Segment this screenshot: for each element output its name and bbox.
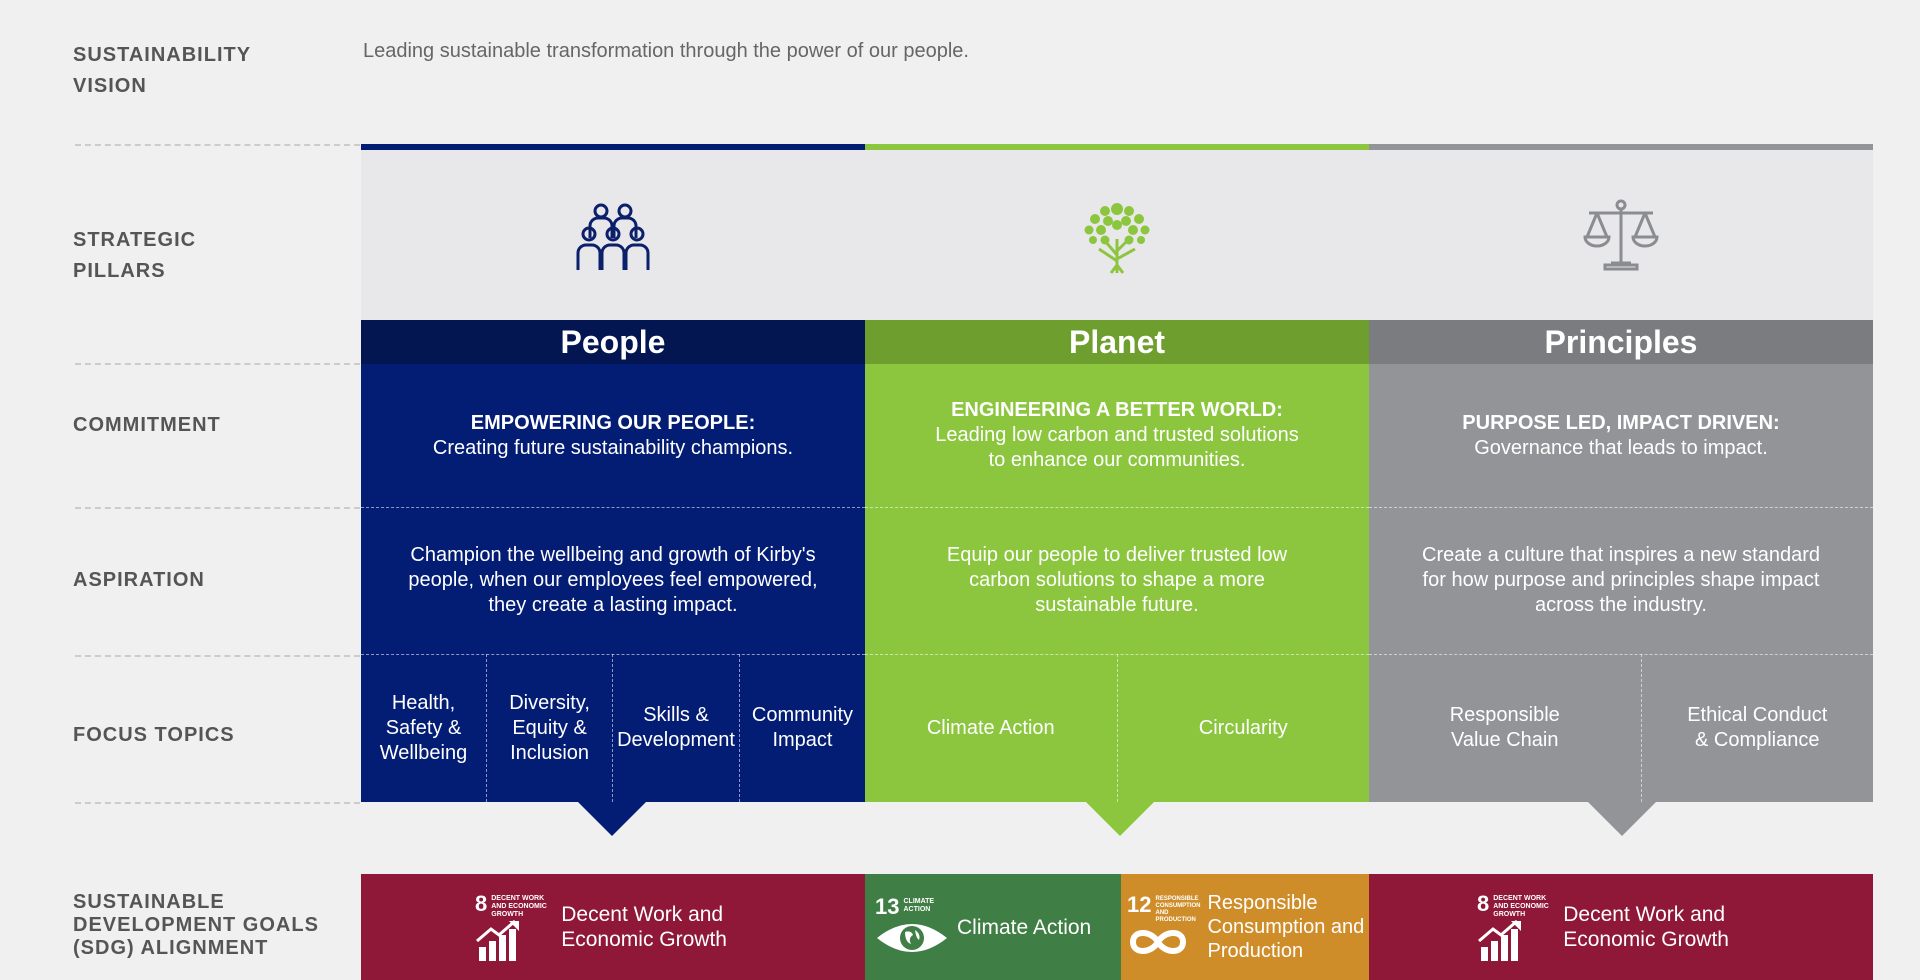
pillar-icon-box: [865, 150, 1369, 320]
focus-topic: Climate Action: [926, 716, 1055, 739]
infinity-icon: [1129, 930, 1187, 954]
pillar-stripe: [361, 144, 865, 150]
focus-topic: Skills & Development: [612, 654, 739, 802]
sdg-label: Decent Work and Economic Growth: [561, 903, 727, 951]
focus-topics: Responsible Value Chain Ethical Conduct …: [1369, 654, 1873, 802]
commitment-title: PURPOSE LED, IMPACT DRIVEN:: [1462, 411, 1780, 434]
row-label-sdg: SUSTAINABLE DEVELOPMENT GOALS (SDG) ALIG…: [73, 891, 319, 959]
earth-eye-icon: [877, 924, 947, 952]
sdg-label: Decent Work and Economic Growth: [1563, 903, 1729, 951]
row-divider: [865, 507, 1369, 508]
sdg-number: 13: [875, 894, 900, 919]
row-label-vision: SUSTAINABILITY VISION: [73, 44, 252, 97]
sdg-label: Climate Action: [957, 915, 1092, 939]
sdg-small-label: DECENT WORK AND ECONOMIC GROWTH: [491, 895, 547, 918]
focus-topic: Health, Safety & Wellbeing: [379, 691, 468, 764]
row-label-commitment: COMMITMENT: [73, 414, 221, 436]
focus-topics: Health, Safety & Wellbeing Diversity, Eq…: [361, 654, 865, 802]
growth-chart-icon: [476, 919, 519, 961]
commitment-text: Creating future sustainability champions…: [432, 436, 794, 459]
commitment-title: ENGINEERING A BETTER WORLD:: [951, 399, 1283, 421]
pillar-pointer: [1086, 802, 1154, 836]
focus-topic: Diversity, Equity & Inclusion: [486, 654, 612, 802]
sdg-number: 8: [1477, 891, 1490, 916]
commitment-cell: EMPOWERING OUR PEOPLE:Creating future su…: [361, 364, 865, 507]
focus-topic: Ethical Conduct & Compliance: [1640, 654, 1874, 802]
pillar-stripe: [865, 144, 1369, 150]
sdg-label: Responsible Consumption and Production: [1207, 892, 1365, 962]
row-divider: [1369, 507, 1873, 508]
commitment-text: Governance that leads to impact.: [1474, 436, 1768, 459]
pillar-title-people: People: [361, 320, 865, 364]
commitment-text: Leading low carbon and trusted solutions…: [935, 424, 1299, 471]
pillar-body-planet: ENGINEERING A BETTER WORLD: Leading low c…: [865, 364, 1369, 802]
sdg-number: 8: [475, 891, 488, 916]
tree-icon: [1084, 203, 1150, 274]
vision-statement: Leading sustainable transformation throu…: [363, 40, 969, 62]
aspiration-cell: Create a culture that inspires a new sta…: [1422, 544, 1820, 616]
row-divider: [361, 507, 865, 508]
row-label-focus-topics: FOCUS TOPICS: [73, 724, 235, 746]
commitment-cell: ENGINEERING A BETTER WORLD: Leading low c…: [865, 364, 1369, 507]
sdg-number: 12: [1127, 892, 1152, 917]
row-separator: [75, 507, 360, 509]
growth-chart-icon: [1478, 919, 1521, 961]
aspiration-cell: Equip our people to deliver trusted low …: [946, 544, 1288, 616]
people-group-icon: [576, 203, 650, 270]
pillar-body-people: EMPOWERING OUR PEOPLE:Creating future su…: [361, 364, 865, 802]
aspiration-cell: Champion the wellbeing and growth of Kir…: [408, 544, 818, 616]
row-divider: [1369, 654, 1873, 655]
row-label-pillars: STRATEGIC PILLARS: [73, 229, 197, 282]
row-label-aspiration: ASPIRATION: [73, 569, 205, 591]
pillar-pointer: [578, 802, 646, 836]
focus-topic: Circularity: [1116, 654, 1370, 802]
row-separator: [75, 802, 360, 804]
sdg-small-label: DECENT WORK AND ECONOMIC GROWTH: [1493, 895, 1549, 918]
commitment-title: EMPOWERING OUR PEOPLE:: [470, 411, 756, 434]
row-separator: [75, 655, 360, 657]
focus-topic: Community Impact: [738, 654, 865, 802]
pillar-icon-box: [1369, 150, 1873, 320]
row-separator: [75, 144, 360, 146]
row-separator: [75, 363, 360, 365]
pillar-title-principles: Principles: [1369, 320, 1873, 364]
focus-topic: Responsible Value Chain: [1449, 704, 1560, 751]
sdg-small-label: CLIMATE ACTION: [903, 898, 935, 913]
scales-icon: [1583, 199, 1659, 271]
sdg-small-label: RESPONSIBLE CONSUMPTION AND PRODUCTION: [1155, 896, 1201, 923]
focus-topics: Climate Action Circularity: [865, 654, 1369, 802]
pillar-stripe: [1369, 144, 1873, 150]
pillar-pointer: [1588, 802, 1656, 836]
pillar-icon-box: [361, 150, 865, 320]
pillar-body-principles: PURPOSE LED, IMPACT DRIVEN:Governance th…: [1369, 364, 1873, 802]
pillar-title-planet: Planet: [865, 320, 1369, 364]
commitment-cell: PURPOSE LED, IMPACT DRIVEN:Governance th…: [1369, 364, 1873, 507]
